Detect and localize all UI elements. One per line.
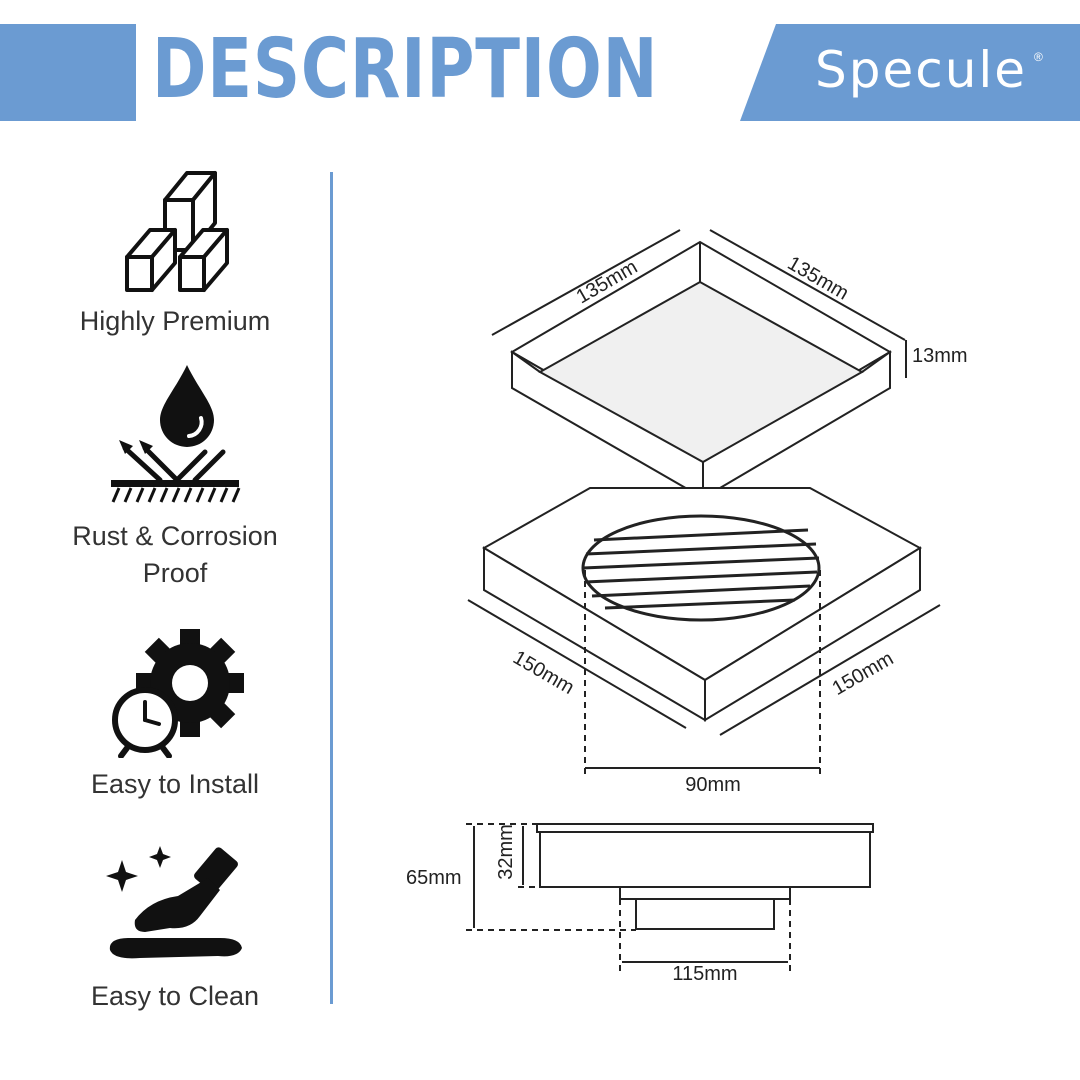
- hand-clean-icon: [106, 846, 242, 959]
- side-section: [536, 823, 874, 930]
- dim-outlet: 115mm: [672, 963, 737, 985]
- dim-grate: 90mm: [685, 774, 741, 796]
- dim-bottom-left: 150mm: [509, 647, 578, 699]
- gear-clock-icon: [112, 629, 244, 758]
- dim-total-height: 65mm: [406, 867, 462, 889]
- dimension-diagram: 135mm 135mm 13mm 150mm 150mm 90mm 65mm 3…: [406, 229, 968, 985]
- water-drop-shield-icon: [111, 365, 241, 503]
- dim-body-height: 32mm: [495, 824, 517, 880]
- dim-top-height: 13mm: [912, 345, 968, 367]
- feature-label: Rust & Corrosion Proof: [72, 521, 278, 588]
- brand-logo: Specule: [815, 41, 1028, 99]
- column-divider: [330, 172, 333, 1004]
- feature-easy-install: Easy to Install: [40, 628, 310, 803]
- feature-rust-proof: Rust & Corrosion Proof: [40, 360, 310, 592]
- feature-label: Highly Premium: [79, 306, 271, 336]
- top-plate: [510, 240, 892, 500]
- feature-highly-premium: Highly Premium: [40, 165, 310, 340]
- registered-mark: ®: [1034, 50, 1043, 64]
- title-accent-bar: [0, 24, 136, 121]
- dim-bottom-right: 150mm: [829, 648, 898, 700]
- page-title: DESCRIPTION: [152, 22, 659, 117]
- feature-label: Easy to Install: [90, 769, 260, 799]
- bars-stack-icon: [125, 171, 229, 292]
- brand-banner: [740, 24, 1080, 121]
- feature-easy-clean: Easy to Clean: [40, 840, 310, 1015]
- feature-label: Easy to Clean: [90, 981, 260, 1011]
